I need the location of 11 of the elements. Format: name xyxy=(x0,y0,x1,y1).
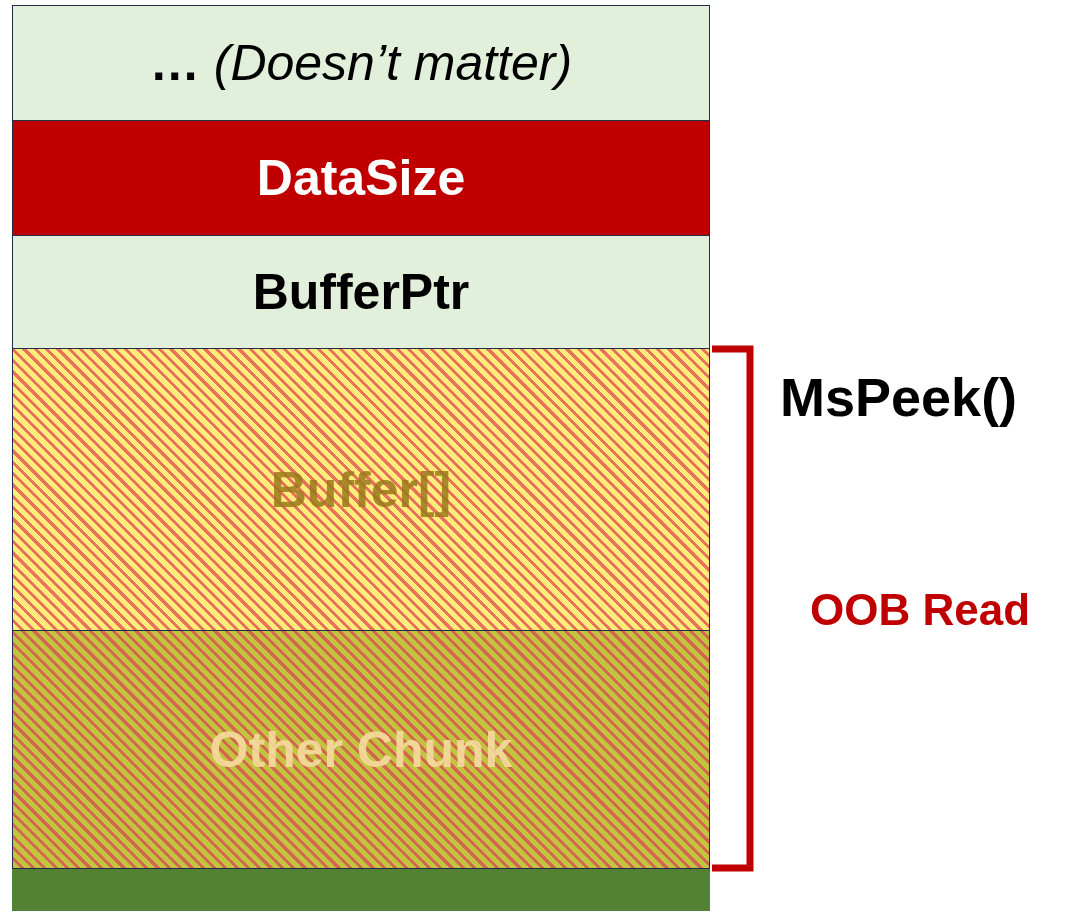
field-label: DataSize xyxy=(256,149,466,207)
memory-field xyxy=(12,348,710,631)
annotation-label: OOB Read xyxy=(810,585,1031,635)
field-label: … (Doesn’t matter) xyxy=(149,34,573,92)
memory-field xyxy=(12,235,710,349)
annotation-label: MsPeek() xyxy=(780,366,1018,428)
memory-field xyxy=(12,5,710,121)
memory-field xyxy=(12,120,710,236)
field-label: BufferPtr xyxy=(252,263,470,321)
memory-bar xyxy=(12,868,710,911)
memory-field xyxy=(12,630,710,869)
